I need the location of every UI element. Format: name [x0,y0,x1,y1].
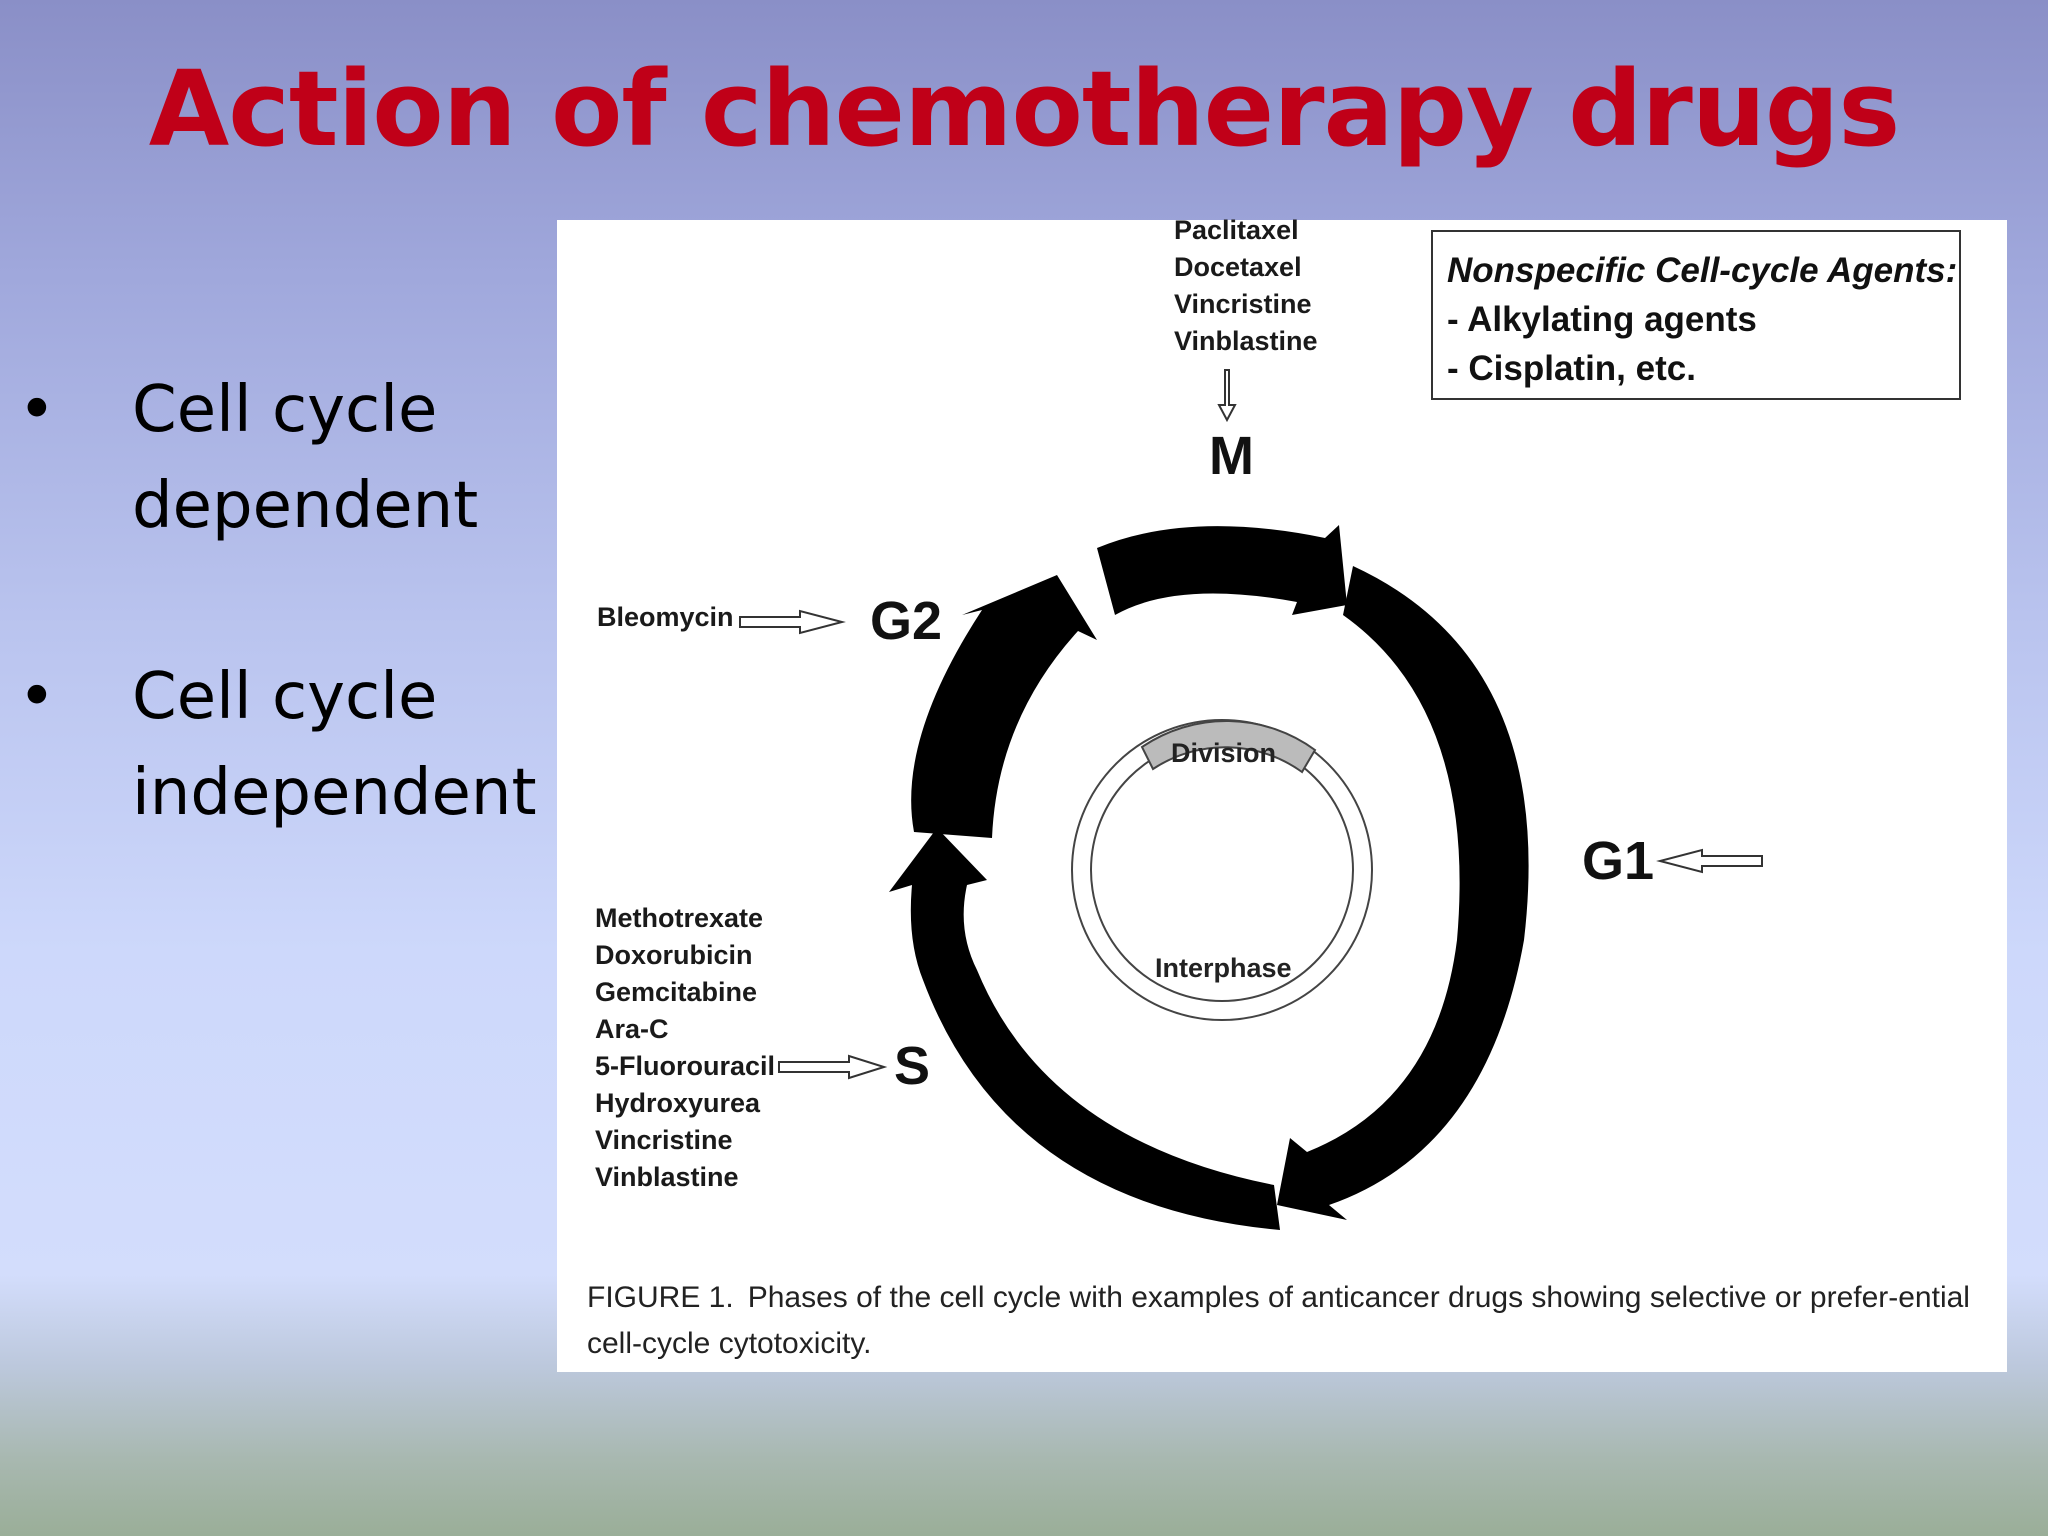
bullet-item-independent: • Cell cycle independent [18,649,558,841]
bullet-item-dependent: • Cell cycle dependent [18,362,558,554]
caption-label: FIGURE 1. [587,1281,734,1314]
g2-right-arrow [739,609,846,635]
caption-text: Phases of the cell cycle with examples o… [587,1281,1970,1360]
bullet-list: • Cell cycle dependent • Cell cycle inde… [18,362,558,936]
s-phase-drug-list: Methotrexate Doxorubicin Gemcitabine Ara… [595,900,775,1196]
drug-item: Vincristine [1174,289,1312,319]
inner-circle-outer [1071,719,1373,1021]
legend-item: - Cisplatin, etc. [1447,349,1696,388]
cycle-arrow-m [1097,525,1347,615]
g2-drug-label: Bleomycin [597,602,734,632]
g1-left-arrow [1656,848,1763,874]
m-down-arrow [1217,369,1237,423]
drug-item: Vinblastine [595,1162,739,1192]
cell-cycle-diagram [739,369,1763,1230]
slide-title: Action of chemotherapy drugs [148,48,1900,170]
cycle-arrow-g2 [911,575,1097,838]
division-band [1140,720,1317,774]
drug-item: Doxorubicin [595,940,753,970]
cell-cycle-figure: Paclitaxel Docetaxel Vincristine Vinblas… [557,215,2007,1372]
drug-item: Hydroxyurea [595,1088,761,1118]
nonspecific-agents-legend: Nonspecific Cell-cycle Agents: - Alkylat… [1431,230,1961,400]
drug-item: Vincristine [595,1125,733,1155]
drug-item: Gemcitabine [595,977,758,1007]
m-phase-drug-list: Paclitaxel Docetaxel Vincristine Vinblas… [1174,212,1318,360]
drug-item: Ara-C [595,1014,669,1044]
drug-item: Docetaxel [1174,252,1302,282]
legend-item: - Alkylating agents [1447,300,1757,339]
bullet-symbol: • [18,660,56,734]
phase-label-m: M [1209,426,1254,486]
cycle-arrow-g1 [1277,566,1529,1220]
s-right-arrow [778,1054,888,1080]
drug-item: 5-Fluorouracil [595,1051,776,1081]
drug-item: Methotrexate [595,903,764,933]
bullet-symbol: • [18,373,56,447]
phase-label-s: S [894,1036,931,1096]
drug-item: Vinblastine [1174,326,1318,356]
cycle-arrow-s [889,828,1280,1230]
bullet-text: Cell cycle independent [132,660,537,830]
drug-item: Paclitaxel [1174,215,1299,245]
figure-caption: FIGURE 1.Phases of the cell cycle with e… [587,1275,1987,1367]
phase-label-g2: G2 [870,591,943,651]
interphase-label: Interphase [1155,953,1292,983]
bullet-text: Cell cycle dependent [132,373,479,543]
division-label: Division [1171,738,1277,768]
phase-label-g1: G1 [1582,831,1655,891]
legend-title: Nonspecific Cell-cycle Agents: [1447,251,1958,290]
